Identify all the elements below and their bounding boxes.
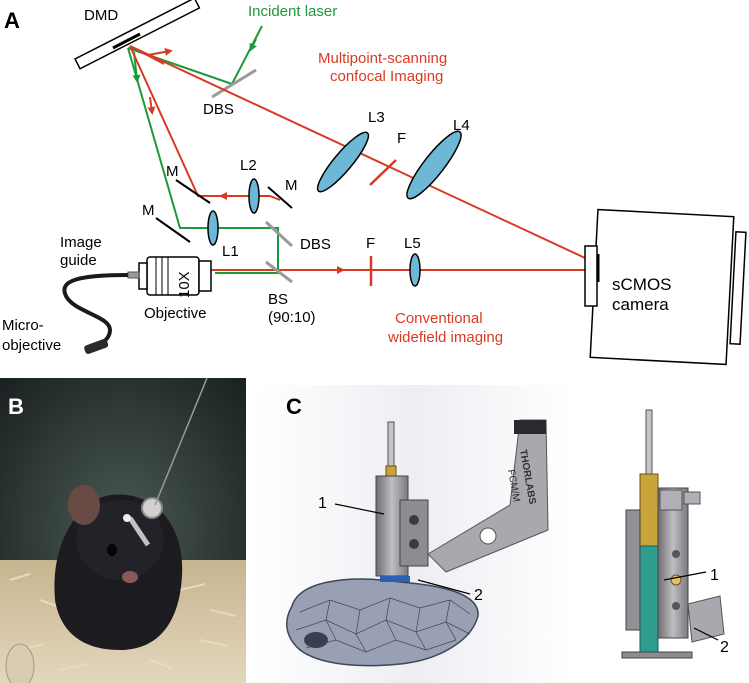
objective-lens — [138, 256, 212, 296]
filter-top — [369, 159, 397, 186]
left-callout-2-line — [417, 579, 471, 595]
right-callout-2: 2 — [720, 639, 729, 656]
right-callout-1-line — [663, 571, 707, 581]
panel-c-holder-render: C THORLABS FCM/M — [256, 385, 729, 683]
dbs-mid-label: DBS — [300, 236, 331, 253]
micro-objective — [84, 338, 109, 354]
micro-objective-label-line2: objective — [2, 337, 61, 354]
scmos-camera — [584, 208, 747, 366]
micro-objective-label-line1: Micro- — [2, 317, 44, 334]
objective-label: Objective — [144, 305, 207, 322]
l5-label: L5 — [404, 235, 421, 252]
implant-ring — [141, 497, 163, 519]
left-callout-1: 1 — [318, 495, 327, 512]
m1-label: M — [166, 163, 179, 180]
mirror-m2 — [267, 186, 293, 209]
dbs-top-mirror — [211, 68, 257, 99]
mouse-ear — [68, 485, 100, 525]
image-guide-label-line1: Image — [60, 234, 102, 251]
l4-label: L4 — [453, 117, 470, 134]
right-callout-1: 1 — [710, 567, 719, 584]
image-guide-fiber — [62, 273, 129, 350]
panel-c-letter: C — [286, 394, 302, 419]
camera-label-line2: camera — [612, 295, 669, 314]
lens-l2 — [248, 178, 260, 214]
mouse-eye — [107, 544, 117, 556]
left-callout-1-line — [334, 503, 385, 515]
implant-screw — [123, 514, 131, 522]
dbs-mid-mirror — [264, 220, 294, 248]
confocal-beam-path — [129, 45, 599, 265]
excitation-beam-path — [127, 47, 279, 274]
holder-assembly-left: THORLABS FCM/M — [375, 419, 549, 582]
objective-mag-label: 10X — [176, 271, 193, 298]
m2-label: M — [285, 177, 298, 194]
skull-mesh — [286, 578, 479, 667]
fiber-tether — [154, 377, 208, 506]
dbs-top-label: DBS — [203, 101, 234, 118]
bs-label-line1: BS — [268, 291, 288, 308]
panel-b-mouse-photo: B — [0, 377, 246, 683]
lens-l4 — [406, 130, 462, 200]
lens-l1 — [207, 210, 219, 246]
panel-a-optical-setup: A DMD Incident laser DBS Multipoint-scan… — [2, 0, 747, 366]
mirror-m1 — [175, 179, 211, 204]
l3-label: L3 — [368, 109, 385, 126]
lens-l5 — [409, 253, 421, 287]
panel-a-letter: A — [4, 8, 20, 33]
bs-label-line2: (90:10) — [268, 309, 316, 326]
l1-label: L1 — [222, 243, 239, 260]
m3-label: M — [142, 202, 155, 219]
mouse-nose — [122, 571, 138, 583]
image-guide-label-line2: guide — [60, 252, 97, 269]
right-callout-2-line — [693, 627, 719, 641]
lens-l3 — [316, 131, 370, 193]
l2-label: L2 — [240, 157, 257, 174]
nest-pellet — [5, 643, 35, 683]
fiber-connector — [127, 271, 140, 279]
dmd-label: DMD — [84, 7, 118, 24]
mouse-head — [76, 500, 164, 580]
beam-splitter — [265, 260, 293, 284]
multipoint-label-line2: confocal Imaging — [330, 68, 443, 85]
widefield-label-line2: widefield imaging — [387, 329, 503, 346]
multipoint-label-line1: Multipoint-scanning — [318, 50, 447, 67]
f-mid-label: F — [366, 235, 375, 252]
widefield-label-line1: Conventional — [395, 310, 483, 327]
dmd-device — [74, 0, 201, 70]
panel-b-letter: B — [8, 394, 24, 419]
implant-post — [127, 516, 151, 547]
holder-assembly-right — [621, 409, 725, 659]
mirror-m3 — [155, 217, 191, 243]
left-callout-2: 2 — [474, 587, 483, 604]
f-top-label: F — [397, 130, 406, 147]
camera-label-line1: sCMOS — [612, 275, 672, 294]
incident-laser-label: Incident laser — [248, 3, 337, 20]
